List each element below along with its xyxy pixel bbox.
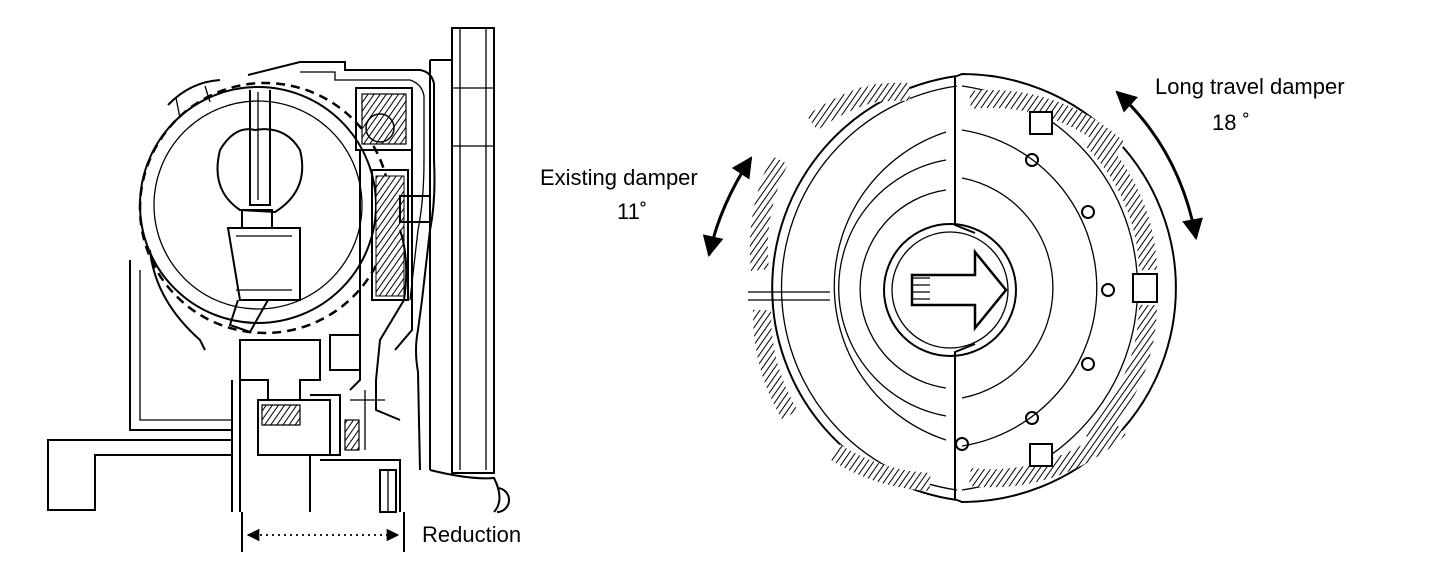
cross-section-view (47, 27, 510, 552)
long-travel-damper-angle-arrow (1115, 90, 1203, 241)
stator-vane (216, 90, 304, 334)
center-hub (883, 223, 1017, 357)
existing-damper-half (748, 75, 958, 501)
hub-assembly (231, 229, 408, 513)
existing-damper-label: Existing damper (540, 165, 698, 190)
long-travel-damper-label: Long travel damper (1155, 74, 1345, 99)
damper-spring-section (349, 87, 431, 391)
front-cover (429, 27, 510, 513)
torus-ring (138, 79, 392, 351)
long-travel-damper-angle-label: 18 ˚ (1212, 110, 1250, 135)
reduction-dimension (241, 512, 405, 552)
rotation-direction-icon (910, 248, 1008, 332)
damper-front-view (702, 72, 1203, 504)
existing-damper-angle-label: 11˚ (617, 199, 648, 224)
reduction-label: Reduction (422, 522, 522, 547)
existing-damper-angle-arrow (702, 156, 753, 258)
turbine-shell (47, 61, 436, 511)
